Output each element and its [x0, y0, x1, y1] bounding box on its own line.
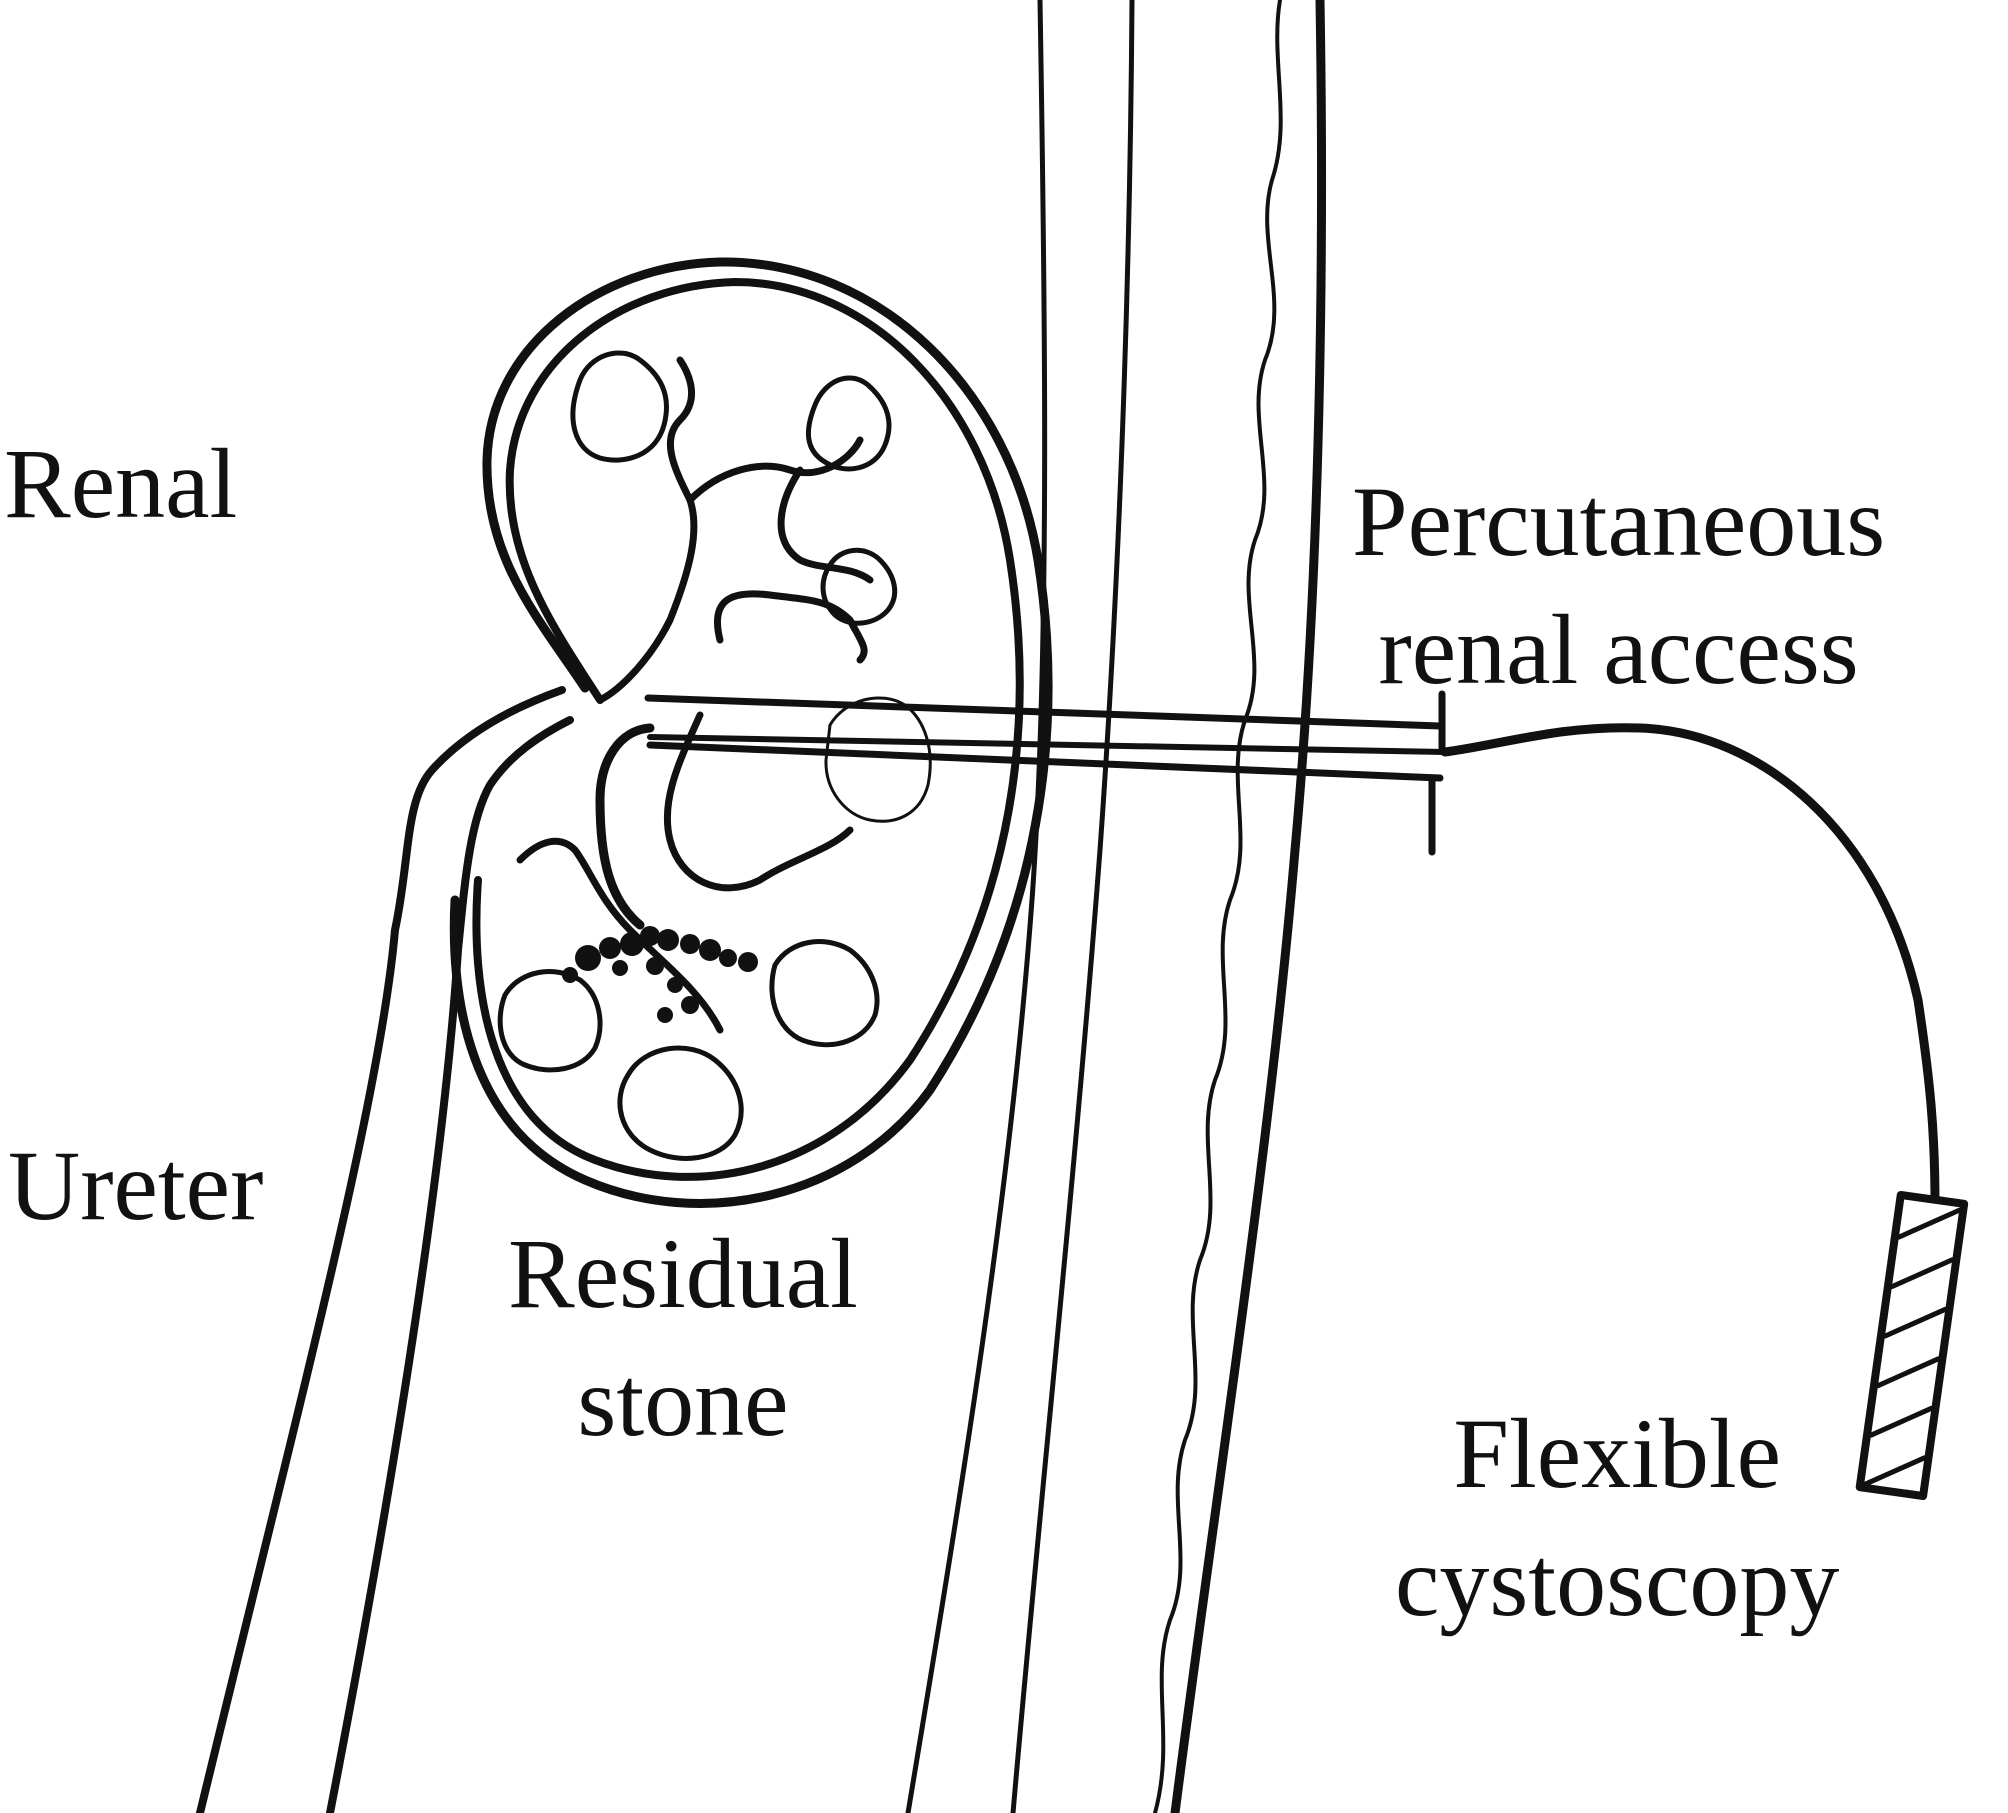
flexible-scope: [595, 723, 1969, 1501]
calyx-cup-7: [617, 1045, 744, 1161]
label-residual-line2: stone: [577, 1346, 789, 1457]
label-flexible-cystoscopy: Flexible cystoscopy: [1395, 1390, 1839, 1646]
label-ureter: Ureter: [8, 1122, 263, 1250]
body-line-wavy: [1153, 0, 1283, 1813]
label-percutaneous-renal-access: Percutaneous renal access: [1352, 458, 1885, 714]
calyx-cup-5: [769, 939, 880, 1048]
scope-inner-tip: [595, 723, 655, 930]
label-residual-stone: Residual stone: [508, 1210, 858, 1466]
scope-handle-body: [1855, 1190, 1969, 1501]
label-residual-line1: Residual: [508, 1218, 858, 1329]
kidney-inner-capsule: [472, 278, 1024, 1181]
calyx-cup-6: [497, 969, 603, 1073]
label-percutaneous-line2: renal access: [1378, 594, 1859, 705]
body-line-4: [1170, 0, 1327, 1813]
kidney-outer-capsule: [449, 257, 1053, 1208]
ureter-outer-wall: [196, 686, 566, 1813]
label-flexible-line1: Flexible: [1453, 1398, 1782, 1509]
scope-shaft-inside: [647, 734, 1448, 755]
label-flexible-line2: cystoscopy: [1395, 1526, 1840, 1637]
label-ureter-text: Ureter: [8, 1130, 264, 1241]
scope-cable: [1440, 723, 1940, 1210]
calyx-neck-upper: [686, 436, 864, 504]
calyx-cup-4: [824, 696, 932, 823]
label-percutaneous-line1: Percutaneous: [1352, 466, 1886, 577]
percutaneous-sheath: [644, 690, 1446, 856]
sheath-upper-line: [644, 694, 1444, 730]
calyx-branch-lowest: [516, 837, 724, 1034]
scope-handle-hatching: [1861, 1207, 1962, 1488]
scope-handle: [1855, 1190, 1969, 1501]
label-renal: Renal: [4, 420, 237, 548]
body-wall-lines: [905, 0, 1327, 1813]
calyx-cup-2: [805, 375, 892, 472]
calyx-branch-lower: [663, 711, 854, 892]
residual-stone-fragments: [562, 926, 758, 1023]
body-line-1: [905, 0, 1048, 1813]
label-renal-text: Renal: [4, 428, 238, 539]
calyx-neck-mid: [777, 466, 874, 584]
calyx-cup-1: [570, 350, 669, 463]
calyx-cup-3: [820, 547, 898, 626]
calyx-branch-mid: [713, 590, 868, 664]
kidney-drawing: [449, 257, 1053, 1208]
sheath-lower-line: [646, 741, 1444, 782]
body-line-2: [1010, 0, 1135, 1813]
renal-pelvis-upper: [596, 356, 698, 704]
